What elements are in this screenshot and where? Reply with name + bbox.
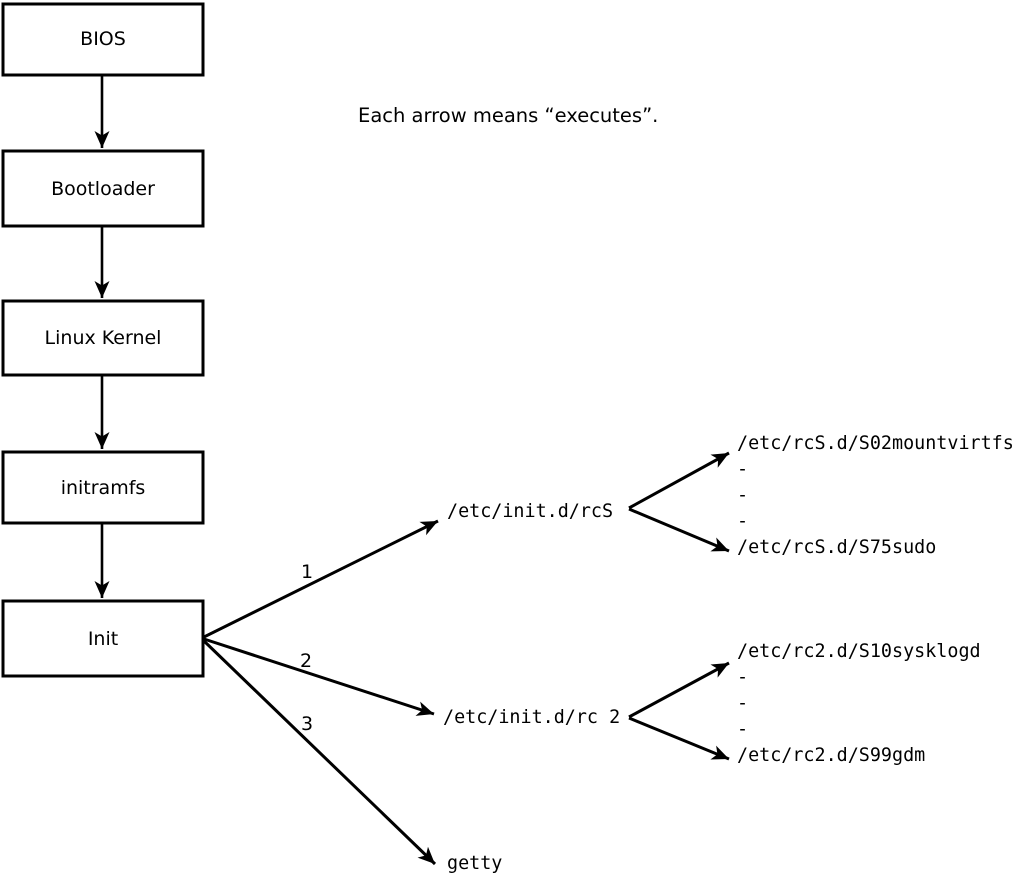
branch-1: 1 /etc/init.d/rcS /etc/rcS.d/S02mountvir… bbox=[203, 433, 1014, 639]
box-bootloader-rect bbox=[1, 149, 205, 228]
box-linux-kernel: Linux Kernel bbox=[1, 299, 205, 377]
box-bios: BIOS bbox=[1, 2, 205, 77]
box-linux-kernel-label: Linux Kernel bbox=[45, 327, 162, 349]
arrow-rcS-to-first-script-icon bbox=[628, 451, 730, 510]
branch-3-target: getty bbox=[447, 853, 502, 874]
branch-1-target: /etc/init.d/rcS bbox=[447, 501, 613, 522]
branch-2-target: /etc/init.d/rc 2 bbox=[443, 707, 620, 728]
box-init: Init bbox=[1, 599, 205, 678]
legend-note: Each arrow means “executes”. bbox=[358, 104, 658, 127]
rc2-script-ellipsis-2: - bbox=[737, 693, 748, 714]
arrow-init-to-getty-icon bbox=[202, 639, 437, 866]
rc2-script-ellipsis-3: - bbox=[737, 719, 748, 740]
box-bios-label: BIOS bbox=[80, 28, 126, 50]
rcS-script-2: /etc/rcS.d/S75sudo bbox=[737, 537, 936, 558]
rc2-script-1: /etc/rc2.d/S10sysklogd bbox=[737, 641, 981, 662]
box-initramfs: initramfs bbox=[1, 450, 205, 525]
arrow-init-to-rc2-icon bbox=[203, 637, 435, 716]
arrow-rc2-to-first-script-icon bbox=[628, 661, 730, 719]
arrow-init-to-rcS-icon bbox=[203, 519, 439, 639]
rc2-script-2: /etc/rc2.d/S99gdm bbox=[737, 745, 925, 766]
rc2-script-ellipsis-1: - bbox=[737, 667, 748, 688]
box-init-rect bbox=[1, 599, 205, 678]
branch-2: 2 /etc/init.d/rc 2 /etc/rc2.d/S10sysklog… bbox=[203, 637, 981, 766]
box-initramfs-rect bbox=[1, 450, 205, 525]
rcS-script-ellipsis-3: - bbox=[737, 511, 748, 532]
branch-3-number: 3 bbox=[301, 713, 313, 735]
branch-2-number: 2 bbox=[300, 650, 312, 672]
rcS-script-ellipsis-1: - bbox=[737, 459, 748, 480]
box-bootloader-label: Bootloader bbox=[51, 178, 155, 200]
arrow-rcS-to-last-script-icon bbox=[628, 507, 730, 553]
branch-3: 3 getty bbox=[202, 639, 502, 874]
box-bootloader: Bootloader bbox=[1, 149, 205, 228]
box-linux-kernel-rect bbox=[1, 299, 205, 377]
branch-1-number: 1 bbox=[301, 561, 313, 583]
rcS-script-1: /etc/rcS.d/S02mountvirtfs bbox=[737, 433, 1014, 454]
box-initramfs-label: initramfs bbox=[61, 477, 146, 499]
arrow-rc2-to-last-script-icon bbox=[628, 716, 730, 761]
rcS-script-ellipsis-2: - bbox=[737, 485, 748, 506]
box-bios-rect bbox=[1, 2, 205, 77]
box-init-label: Init bbox=[88, 628, 118, 650]
